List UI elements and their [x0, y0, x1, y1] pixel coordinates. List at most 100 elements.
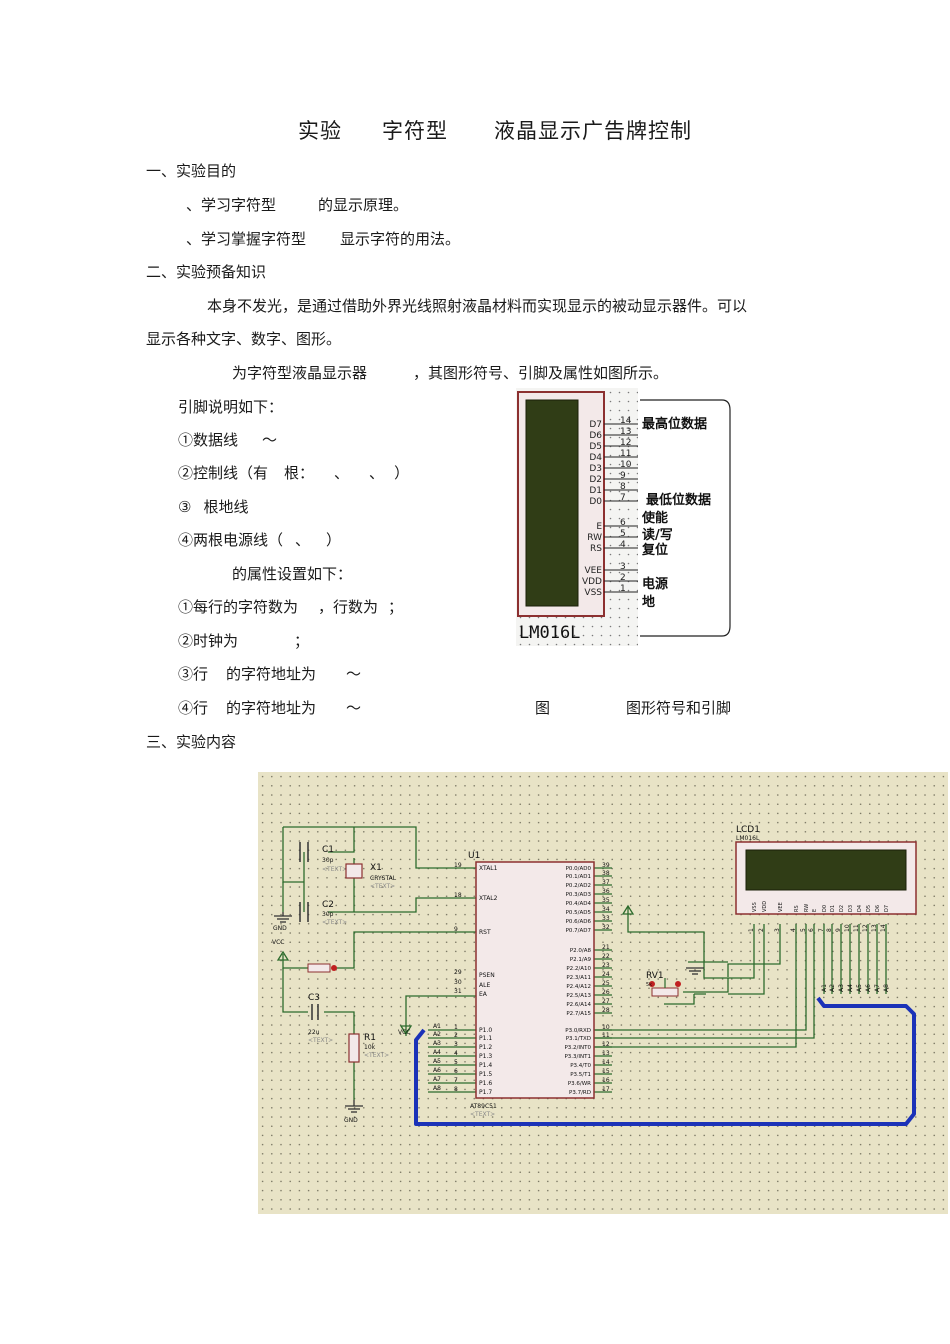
- c2-value: 30p: [322, 911, 334, 918]
- u1-left-pin-name: XTAL2: [479, 895, 498, 902]
- c1-value: 30p: [322, 857, 334, 864]
- u1-right-pin-number: 11: [602, 1032, 610, 1039]
- section-heading-content: 三、实验内容: [146, 733, 237, 751]
- lcd1-pin-name: D7: [884, 905, 890, 912]
- section-heading-purpose: 一、实验目的: [146, 162, 237, 180]
- callout-ground: 地: [642, 594, 655, 610]
- u1-right-pin-name: P3.2/INT0: [564, 1045, 591, 1051]
- pin-item-4-b: 、: [295, 531, 311, 549]
- attr-item-2-a: ②时钟为: [178, 632, 239, 650]
- x1-value: CRYSTAL: [370, 875, 397, 882]
- capacitor-c3: [311, 1004, 319, 1020]
- bus-left-label: A7: [433, 1076, 441, 1083]
- u1-chip-body: [475, 861, 595, 1099]
- u1-right-pin-number: 10: [602, 1024, 610, 1031]
- lcd-symbol-pin-name: D6: [589, 431, 602, 441]
- u1-left-pin-name: P1.0: [479, 1027, 492, 1034]
- bus-right-label: A1: [821, 984, 828, 992]
- pin-item-2-d: 、: [369, 464, 385, 482]
- u1-left-pin-number: 3: [454, 1041, 458, 1048]
- section-heading-knowledge: 二、实验预备知识: [146, 263, 267, 281]
- lcd1-pin-number: 4: [790, 928, 797, 932]
- bus-right-label: A5: [856, 984, 863, 992]
- u1-right-pin-name: P3.0/RXD: [565, 1028, 591, 1034]
- bus-right-label: A7: [874, 984, 881, 992]
- u1-right-pin-name: P0.4/AD4: [566, 901, 592, 907]
- lcd-symbol-pin-number: 1: [620, 584, 626, 594]
- u1-right-pin-number: 28: [602, 1007, 610, 1014]
- lcd-symbol-pin-name: E: [596, 522, 602, 532]
- pin-item-4: ④两根电源线（、）: [178, 529, 341, 550]
- ground-symbol-2: [345, 1100, 363, 1113]
- purpose-item-1-a: 、学习字符型: [186, 196, 277, 214]
- lcd-symbol-pin-number: 6: [620, 518, 626, 528]
- u1-right-pin-name: P0.2/AD2: [566, 883, 591, 889]
- knowledge-para-2: 为字符型液晶显示器，其图形符号、引脚及属性如图所示。: [232, 362, 668, 383]
- u1-right-pin-number: 13: [602, 1050, 610, 1057]
- bus-left-label: A2: [433, 1031, 441, 1038]
- bus-right-label: A3: [838, 984, 845, 992]
- vcc-arrow-1: [276, 950, 290, 961]
- u1-left-pin-name: PSEN: [479, 972, 495, 979]
- u1-right-pin-number: 17: [602, 1086, 610, 1093]
- r1-label: R1: [364, 1033, 376, 1043]
- u1-right-pin-name: P3.1/TXD: [566, 1036, 591, 1042]
- bus-left-label: A1: [433, 1023, 441, 1030]
- u1-left-pin-name: EA: [479, 991, 488, 998]
- knowledge-para-1-line-1: 本身不发光，是通过借助外界光线照射液晶材料而实现显示的被动显示器件。可以: [207, 297, 748, 315]
- u1-right-pin-number: 39: [602, 862, 610, 869]
- bus-left-label: A5: [433, 1058, 441, 1065]
- u1-left-pin-number: 5: [454, 1059, 458, 1066]
- u1-left-pin-number: 7: [454, 1077, 458, 1084]
- u1-right-pin-name: P3.7/RD: [569, 1090, 591, 1096]
- reset-button-symbol: [307, 963, 337, 973]
- u1-left-pin-name: P1.4: [479, 1062, 492, 1069]
- vcc-arrow-3: [621, 904, 635, 915]
- bus-right-label: A6: [865, 984, 872, 992]
- u1-left-pin-number: 9: [454, 926, 458, 933]
- u1-right-pin-name: P0.1/AD1: [566, 874, 591, 880]
- lcd-symbol-pin-number: 12: [620, 438, 631, 448]
- u1-part-label: AT89C51: [470, 1103, 497, 1110]
- lcd-symbol-pin-name: D0: [589, 497, 602, 507]
- bus-left-label: A8: [433, 1085, 441, 1092]
- capacitor-c1: [299, 842, 309, 862]
- vcc-label-2: VCC: [398, 1029, 410, 1036]
- attr-item-4-a: ④行: [178, 699, 209, 717]
- resistor-r1: [348, 1033, 360, 1063]
- pin-item-2-a: ②控制线（有: [178, 464, 269, 482]
- ground-symbol-1: [274, 912, 292, 923]
- lcd1-pin-number: 8: [826, 928, 833, 932]
- lcd-symbol-pin-number: 9: [620, 471, 626, 481]
- c3-label: C3: [308, 993, 320, 1003]
- u1-right-pin-name: P2.6/A14: [566, 1002, 591, 1008]
- u1-left-pin-number: 6: [454, 1068, 458, 1075]
- rv1-value: 5k: [646, 982, 652, 988]
- attr-item-3-a: ③行: [178, 665, 209, 683]
- lcd1-pin-name: D5: [866, 905, 872, 912]
- knowledge-para-2-a: 为字符型液晶显示器: [232, 364, 368, 382]
- pin-item-1: ①数据线～: [178, 429, 277, 450]
- lcd1-pin-name: VEE: [778, 902, 784, 912]
- lcd-symbol-pin-number: 8: [620, 482, 626, 492]
- figure-caption-b: 图形符号和引脚: [626, 699, 732, 717]
- u1-left-pin-number: 2: [454, 1032, 458, 1039]
- purpose-item-2-a: 、学习掌握字符型: [186, 230, 307, 248]
- u1-text-tag: <TEXT>: [470, 1111, 495, 1118]
- lcd1-pin-number: 2: [758, 928, 765, 932]
- c3-text-tag: <TEXT>: [308, 1037, 333, 1044]
- potentiometer-rv1: [649, 978, 681, 997]
- u1-left-pin-name: P1.6: [479, 1080, 492, 1087]
- u1-left-pin-name: P1.2: [479, 1044, 492, 1051]
- pin-item-2-e: ）: [394, 464, 410, 482]
- title-part-2: 字符型: [382, 119, 448, 143]
- c3-value: 22u: [308, 1029, 320, 1036]
- circuit-schematic: C1 30p <TEXT> C2 30p <TEXT> X1 CRYSTAL <…: [258, 772, 948, 1214]
- lcd1-pin-number: 6: [808, 928, 815, 932]
- lcd-symbol-pin-number: 7: [620, 493, 626, 503]
- lcd1-pin-name: D6: [875, 905, 881, 912]
- u1-right-pin-name: P2.7/A15: [566, 1011, 591, 1017]
